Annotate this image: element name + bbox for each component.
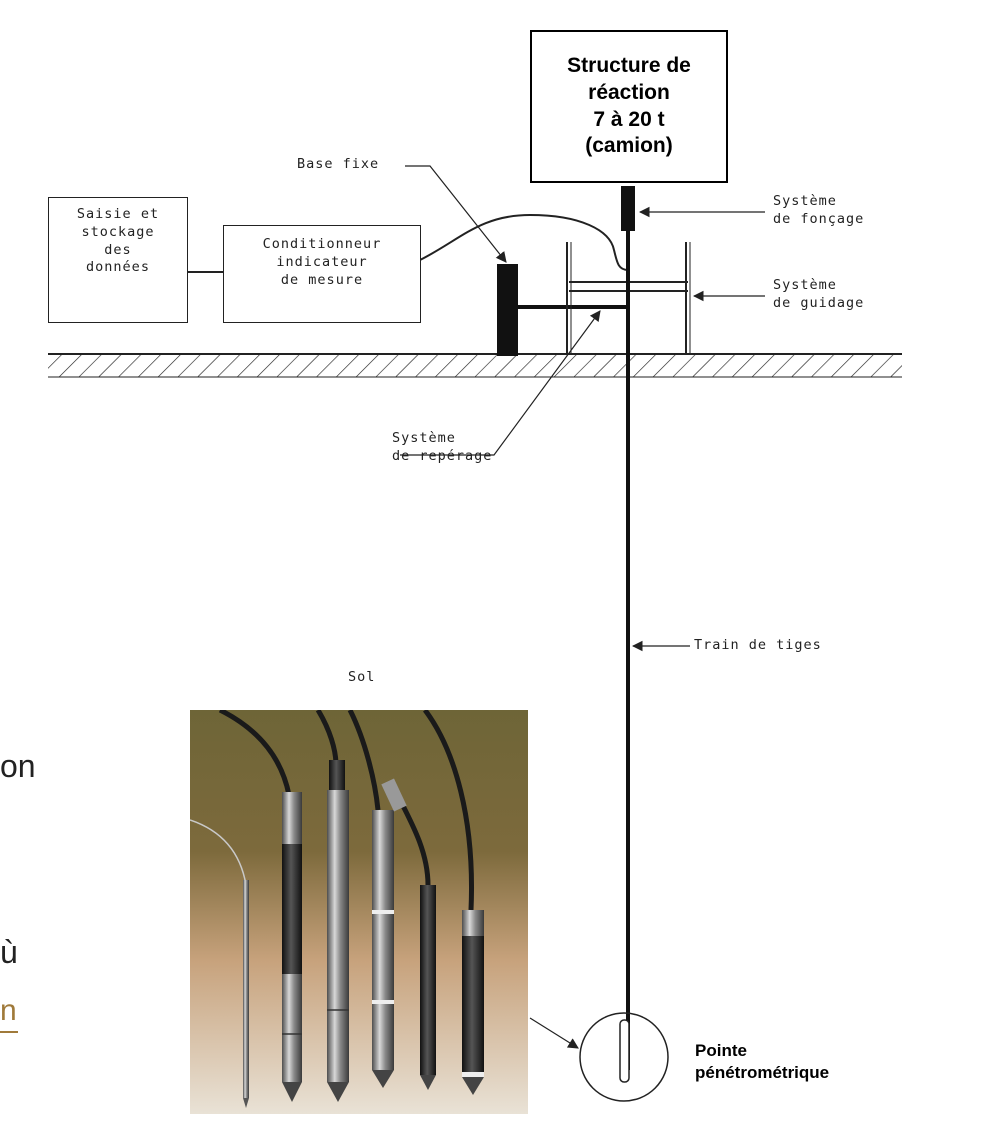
- label-sol: Sol: [348, 669, 375, 687]
- foncage-block: [621, 186, 635, 231]
- label-systeme-reperage: Système de repérage: [392, 430, 492, 466]
- saisie-label: Saisie et stockage des données: [48, 206, 188, 277]
- conditionneur-label: Conditionneur indicateur de mesure: [223, 236, 421, 289]
- slide-fragment-link[interactable]: n: [0, 994, 17, 1028]
- ground-hatch: [48, 355, 902, 377]
- leader-photo: [530, 1018, 578, 1048]
- slide-fragment-on: on: [0, 748, 36, 785]
- label-train-de-tiges: Train de tiges: [694, 637, 822, 655]
- label-pointe: Pointe pénétrométrique: [695, 1040, 829, 1084]
- structure-reaction-box: Structure de réaction 7 à 20 t (camion): [530, 30, 728, 183]
- slide-fragment-u: ù: [0, 934, 18, 971]
- base-fixe-block: [497, 264, 518, 356]
- probe-tip: [620, 1020, 629, 1082]
- cable: [420, 215, 628, 270]
- label-base-fixe: Base fixe: [297, 156, 379, 174]
- label-systeme-guidage: Système de guidage: [773, 277, 864, 313]
- label-systeme-foncage: Système de fonçage: [773, 193, 864, 229]
- probes-photo: [190, 710, 528, 1114]
- probes-photo-drawing: [190, 710, 528, 1114]
